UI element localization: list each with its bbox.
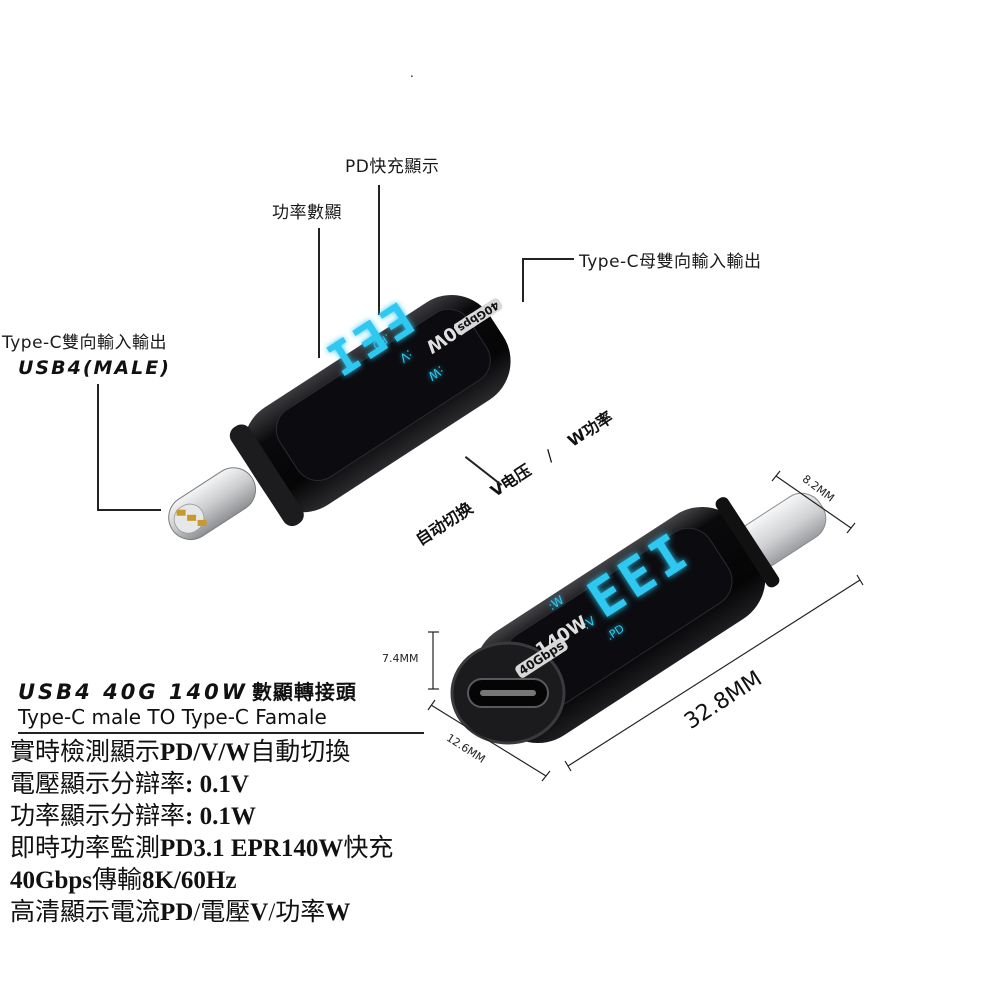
spec-item: 實時檢測顯示PD/V/W自動切換 [10, 739, 351, 766]
leader-line-female-v [522, 258, 524, 302]
dimension-height: 7.4MM [382, 652, 419, 665]
stray-dot: . [410, 66, 414, 80]
spec-item: 高清顯示電流PD/電壓V/功率W [10, 899, 351, 926]
leader-line-male-h [97, 509, 161, 511]
callout-power-display: 功率數顯 [272, 203, 342, 223]
callout-pd-display: PD快充顯示 [345, 157, 440, 177]
callout-female-port: Type-C母雙向輸入輸出 [579, 252, 762, 272]
title-divider [18, 732, 424, 734]
callout-male-port: Type-C雙向輸入輸出 [2, 333, 168, 353]
spec-item: 即時功率監測PD3.1 EPR140W快充 [10, 835, 394, 862]
spec-item: 功率顯示分辯率: 0.1W [10, 803, 256, 830]
leader-line-pd [378, 185, 380, 315]
product-subtitle: Type-C male TO Type-C Famale [18, 705, 327, 729]
leader-line-male-v [97, 384, 99, 510]
leader-line-power [318, 228, 320, 358]
callout-usb4-male: USB4(MALE) [18, 357, 171, 379]
spec-item: 40Gbps傳輸8K/60Hz [10, 867, 237, 894]
title-latin: USB4 40G 140W [18, 680, 248, 704]
title-cjk: 數顯轉接頭 [251, 680, 357, 704]
leader-line-female-h [522, 258, 574, 260]
spec-item: 電壓顯示分辯率: 0.1V [10, 771, 249, 798]
spec-list: 實時檢測顯示PD/V/W自動切換 電壓顯示分辯率: 0.1V 功率顯示分辯率: … [10, 737, 393, 929]
